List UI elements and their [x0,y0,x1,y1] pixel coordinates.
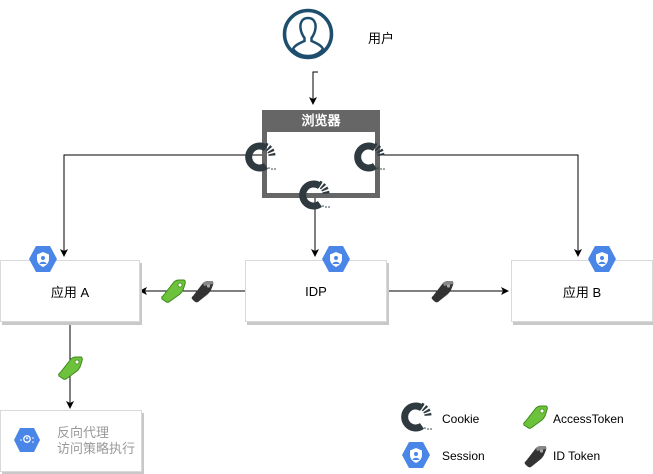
id-token-icon [189,278,215,309]
app-a-node: 应用 A [0,260,140,322]
proxy-label-line1: 反向代理 [57,425,110,440]
edge-browser-appb [380,154,582,257]
session-icon [28,245,58,278]
proxy-label-line2: 访问策略执行 [57,441,136,456]
legend-cookie-icon [400,402,434,437]
legend-access-token-label: AccessToken [553,412,624,426]
proxy-icon [13,427,41,456]
session-icon [587,245,617,278]
user-icon [282,8,334,65]
session-icon [321,245,351,278]
edge-browser-appa [60,154,262,257]
legend-session-icon [401,441,431,474]
cookie-icon [353,142,387,177]
cookie-icon [244,142,278,177]
browser-title: 浏览器 [301,113,341,128]
idp-node: IDP [245,260,387,322]
app-b-label: 应用 B [562,284,602,300]
access-token-icon [56,355,84,386]
access-token-icon [159,278,187,309]
idp-label: IDP [305,283,327,299]
app-a-label: 应用 A [50,284,90,300]
user-label: 用户 [368,31,395,46]
proxy-node: 反向代理 访问策略执行 [0,410,142,472]
legend-cookie-label: Cookie [442,412,480,426]
legend-session-label: Session [442,449,485,463]
edge-user-browser [309,71,318,105]
app-b-node: 应用 B [511,260,653,322]
legend-access-token-icon [521,404,549,435]
legend-id-token-label: ID Token [553,449,601,463]
legend-id-token-icon [522,443,548,474]
cookie-icon [298,180,332,215]
id-token-icon [429,278,455,309]
